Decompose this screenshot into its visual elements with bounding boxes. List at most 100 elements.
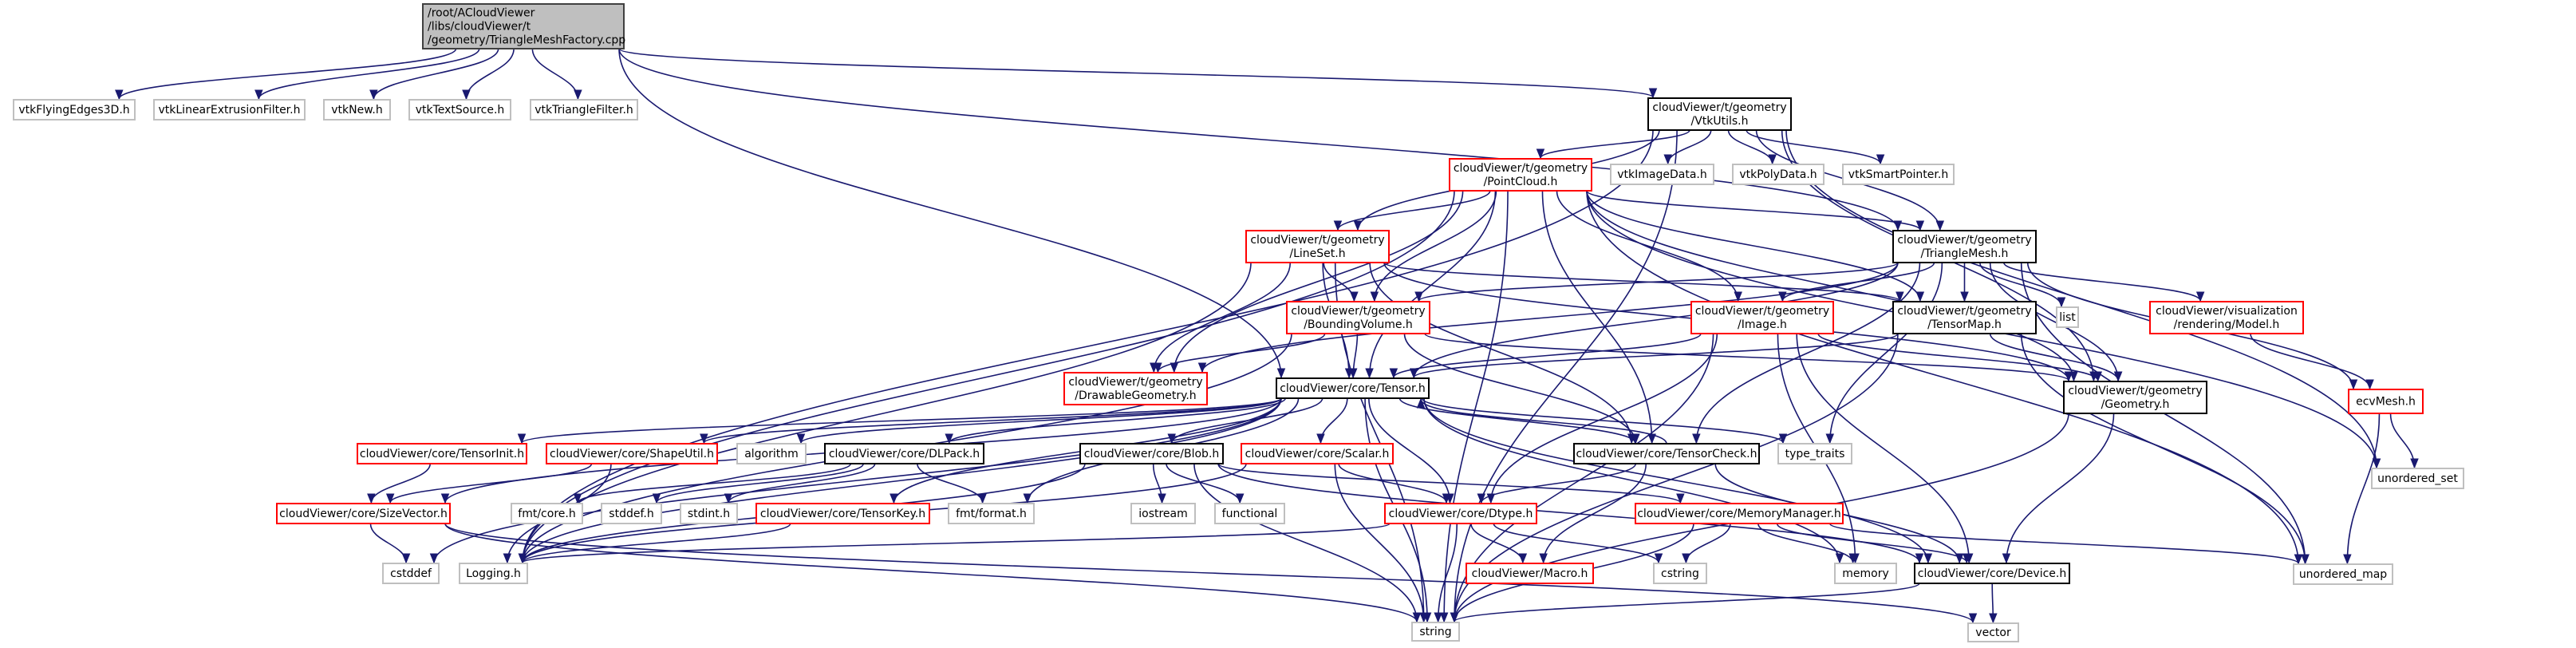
node-box (1449, 158, 1592, 192)
edge-line (1454, 583, 1920, 622)
node-lineset[interactable]: cloudViewer/t/geometry/LineSet.h (1245, 230, 1390, 263)
node-scalar[interactable]: cloudViewer/core/Scalar.h (1241, 443, 1394, 464)
node-list[interactable]: list (2056, 306, 2079, 328)
node-box (2371, 468, 2464, 489)
node-blob[interactable]: cloudViewer/core/Blob.h (1079, 443, 1224, 464)
node-memory[interactable]: memory (1834, 563, 1897, 584)
edge-sizevector-to-cstddef (369, 523, 411, 564)
edge-tensor-to-shapeutil (700, 397, 1282, 445)
edge-line (521, 397, 1282, 444)
node-tensor[interactable]: cloudViewer/core/Tensor.h (1276, 377, 1430, 399)
node-label: /root/ACloudViewer (428, 7, 535, 20)
node-fmt-format[interactable]: fmt/format.h (948, 503, 1035, 524)
node-label: stdint.h (688, 508, 730, 520)
edge-line (1493, 523, 1659, 563)
node-vtkutils[interactable]: cloudViewer/t/geometry/VtkUtils.h (1647, 97, 1792, 131)
node-box (1411, 622, 1460, 642)
node-vector[interactable]: vector (1967, 622, 2019, 642)
node-stdint[interactable]: stdint.h (680, 503, 738, 524)
edge-boundingvolume-to-tensor (1348, 333, 1359, 379)
arrowhead-icon (254, 89, 263, 101)
arrowhead-icon (1682, 553, 1690, 564)
edge-line (522, 129, 1654, 563)
node-vtkpolydata[interactable]: vtkPolyData.h (1732, 164, 1825, 185)
node-logging[interactable]: Logging.h (459, 563, 528, 584)
edge-line (433, 397, 1282, 563)
node-vtkimagedata[interactable]: vtkImageData.h (1610, 164, 1714, 185)
arrowhead-icon (1915, 220, 1925, 231)
node-vtkflyingedges3d[interactable]: vtkFlyingEdges3D.h (13, 99, 136, 121)
node-image[interactable]: cloudViewer/t/geometry/Image.h (1690, 301, 1834, 334)
node-label: stddef.h (609, 508, 653, 520)
node-unordered-set[interactable]: unordered_set (2371, 468, 2464, 489)
node-box (1842, 164, 1955, 185)
node-macro[interactable]: cloudViewer/Macro.h (1466, 563, 1594, 584)
node-tensorkey[interactable]: cloudViewer/core/TensorKey.h (755, 503, 930, 524)
node-label: cloudViewer/t/geometry (1068, 376, 1202, 389)
node-root[interactable]: /root/ACloudViewer/libs/cloudViewer/t/ge… (422, 3, 625, 49)
edge-line (1989, 333, 2119, 381)
arrowhead-icon (517, 433, 527, 445)
edge-blob-to-memorymanager (1217, 463, 1685, 504)
node-drawablegeometry[interactable]: cloudViewer/t/geometry/DrawableGeometry.… (1063, 372, 1208, 405)
arrowhead-icon (1518, 553, 1528, 564)
node-dtype[interactable]: cloudViewer/core/Dtype.h (1384, 503, 1537, 524)
node-sizevector[interactable]: cloudViewer/core/SizeVector.h (276, 503, 451, 524)
node-vtklinearextrusionfilter[interactable]: vtkLinearExtrusionFilter.h (153, 99, 306, 121)
arrowhead-icon (1439, 612, 1449, 623)
node-label: vtkImageData.h (1617, 168, 1706, 181)
arrowhead-icon (574, 89, 582, 101)
edge-tensor-to-tensorcheck (1398, 397, 1639, 445)
edge-line (1403, 333, 1637, 444)
node-pointcloud[interactable]: cloudViewer/t/geometry/PointCloud.h (1449, 158, 1592, 192)
node-dlpack[interactable]: cloudViewer/core/DLPack.h (824, 443, 984, 464)
edge-trianglemesh-to-image (1778, 262, 1935, 302)
node-memorymanager[interactable]: cloudViewer/core/MemoryManager.h (1635, 503, 1844, 524)
node-string[interactable]: string (1411, 622, 1460, 642)
node-label: cloudViewer/Macro.h (1472, 567, 1588, 580)
node-box (1732, 164, 1825, 185)
node-geometry[interactable]: cloudViewer/t/geometry/Geometry.h (2063, 381, 2207, 414)
node-tensormap[interactable]: cloudViewer/t/geometry/TensorMap.h (1892, 301, 2037, 334)
node-cstring[interactable]: cstring (1653, 563, 1707, 584)
node-type-traits[interactable]: type_traits (1777, 443, 1852, 464)
edge-memorymanager-to-device (1776, 523, 1971, 564)
edge-root-to-vtkflyingedges3d (115, 48, 457, 101)
edge-line (1781, 262, 1935, 302)
arrowhead-icon (1434, 612, 1442, 623)
node-ecvmesh[interactable]: ecvMesh.h (2348, 389, 2424, 414)
node-vtktrianglefilter[interactable]: vtkTriangleFilter.h (530, 99, 638, 121)
node-boundingvolume[interactable]: cloudViewer/t/geometry/BoundingVolume.h (1286, 301, 1430, 334)
node-vtksmartpointer[interactable]: vtkSmartPointer.h (1842, 164, 1955, 185)
node-box (1079, 443, 1224, 464)
node-tensorinit[interactable]: cloudViewer/core/TensorInit.h (357, 443, 527, 464)
edge-line (1383, 262, 1901, 302)
node-model[interactable]: cloudViewer/visualization/rendering/Mode… (2149, 301, 2304, 334)
node-stddef[interactable]: stddef.h (601, 503, 662, 524)
edge-line (1817, 333, 2099, 381)
node-label: cloudViewer/core/TensorCheck.h (1576, 448, 1757, 460)
node-iostream[interactable]: iostream (1130, 503, 1196, 524)
edge-tensorcheck-to-tensor (1416, 397, 1667, 445)
edge-trianglemesh-to-type-traits (1825, 262, 1943, 445)
edge-blob-to-device (1217, 463, 1924, 564)
node-box (1892, 230, 2037, 263)
node-functional[interactable]: functional (1214, 503, 1285, 524)
arrowhead-icon (1968, 613, 1978, 624)
node-fmt-core[interactable]: fmt/core.h (511, 503, 583, 524)
node-vtktextsource[interactable]: vtkTextSource.h (408, 99, 511, 121)
edge-line (1423, 397, 1929, 563)
node-tensorcheck[interactable]: cloudViewer/core/TensorCheck.h (1573, 443, 1760, 464)
node-vtknew[interactable]: vtkNew.h (323, 99, 391, 121)
edge-line (2002, 262, 2201, 302)
node-device[interactable]: cloudViewer/core/Device.h (1914, 563, 2070, 584)
node-algorithm[interactable]: algorithm (736, 443, 807, 464)
arrowhead-icon (1539, 553, 1548, 564)
node-shapeutil[interactable]: cloudViewer/core/ShapeUtil.h (546, 443, 718, 464)
node-label: cloudViewer/t/geometry (1897, 305, 2031, 318)
node-unordered-map[interactable]: unordered_map (2293, 563, 2393, 585)
edge-line (1217, 463, 1920, 563)
node-cstddef[interactable]: cstddef (382, 563, 440, 584)
edge-line (728, 463, 876, 504)
node-trianglemesh[interactable]: cloudViewer/t/geometry/TriangleMesh.h (1892, 230, 2037, 263)
